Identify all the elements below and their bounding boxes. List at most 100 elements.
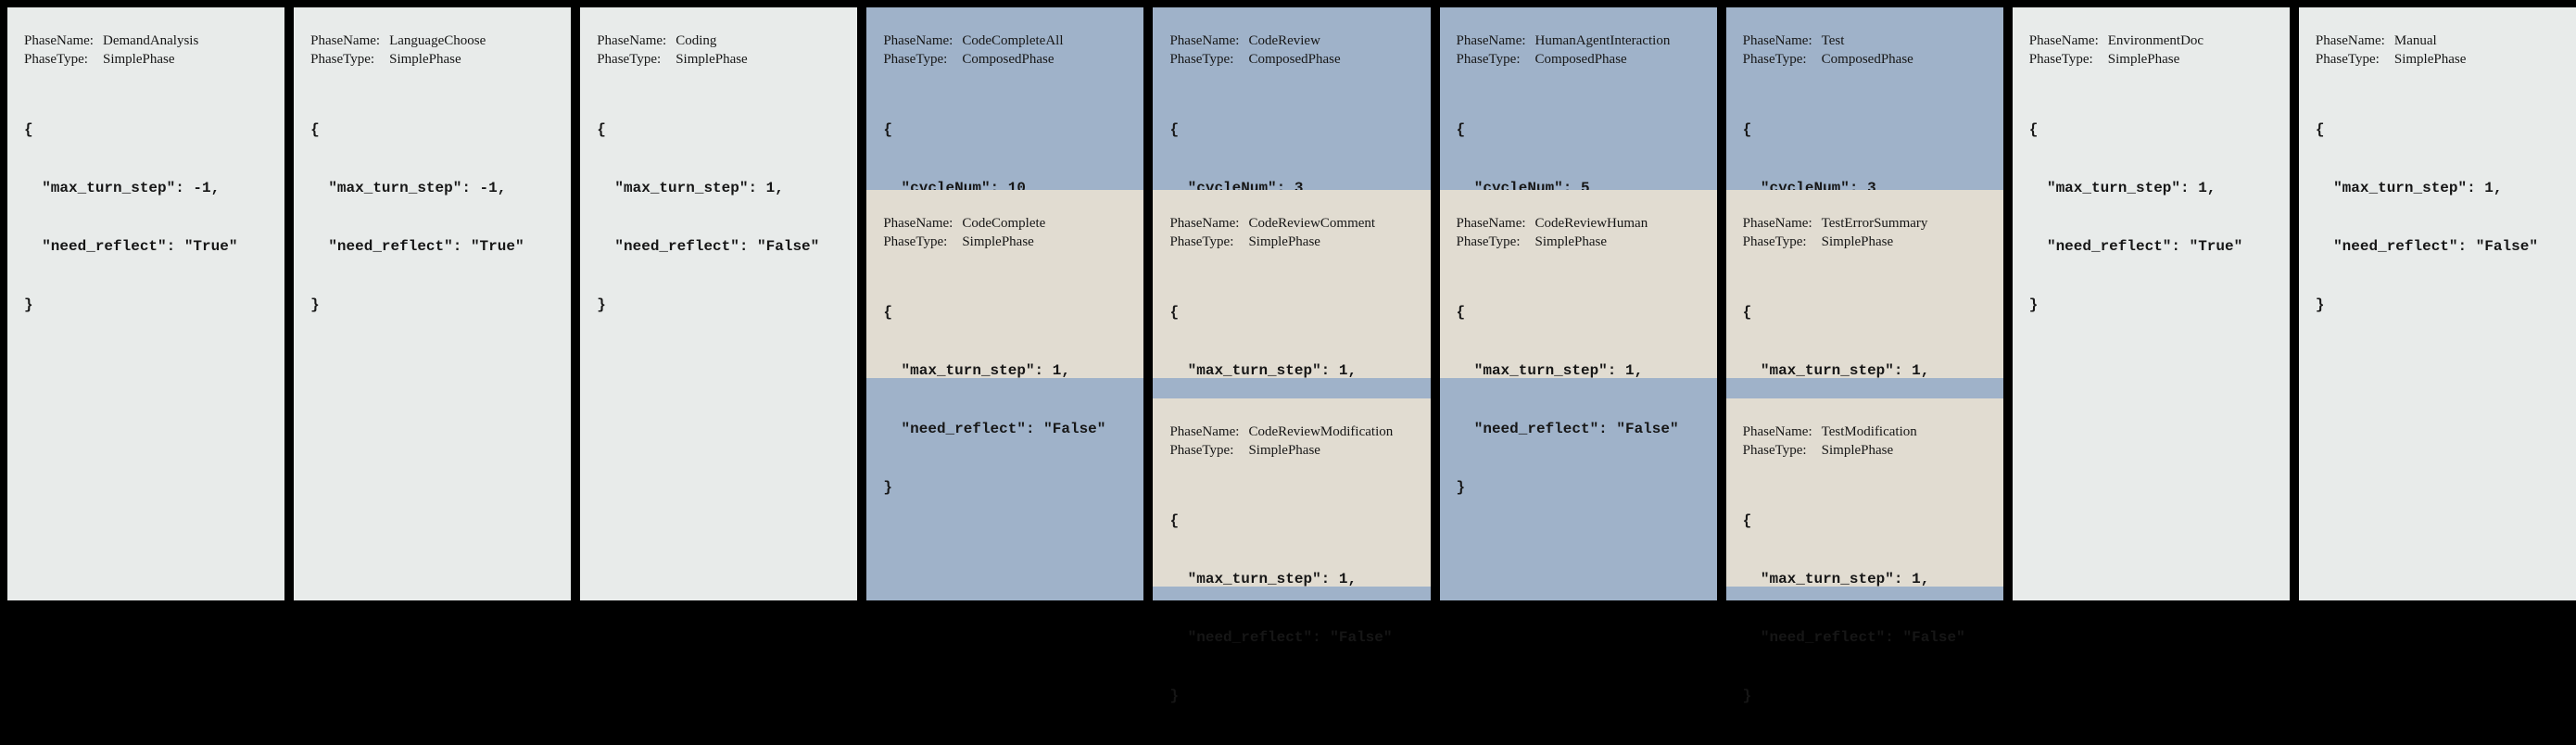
phase-name-row: PhaseName: Manual [2316,32,2569,50]
phase-name-label: PhaseName: [2315,33,2385,48]
phase-name-value: CodeReview [1248,33,1320,48]
phase-card-environment-doc: PhaseName:EnvironmentDoc PhaseType:Simpl… [2012,7,2290,600]
phase-type-value: ComposedPhase [1821,52,1913,67]
config-line: } [1456,479,1466,496]
phase-name-value: TestModification [1821,424,1917,439]
config-line: "max_turn_step": 1, [1169,362,1357,379]
phase-name-row: PhaseName:Test [1743,32,1996,50]
config-line: { [1169,121,1180,138]
phase-name-label: PhaseName: [1169,33,1240,48]
subphase-card-test-modification: PhaseName: TestModification PhaseType:Sim… [1725,398,2003,704]
config-line: { [1742,121,1752,138]
phase-type-row: PhaseType:SimplePhase [597,50,850,69]
config-line: "max_turn_step": 1, [597,180,784,196]
config-line: "need_reflect": "False" [1169,629,1393,646]
phase-card-demand-analysis: PhaseName:DemandAnalysis PhaseType:Simpl… [7,7,285,600]
config-line: { [1169,512,1180,529]
phase-type-value: SimplePhase [2393,52,2467,67]
phase-type-value: ComposedPhase [1248,52,1341,67]
phase-type-row: PhaseType: ComposedPhase [1169,50,1422,69]
phase-name-row: PhaseName:CodeReviewComment [1169,214,1422,233]
config-line: "need_reflect": "False" [883,421,1106,437]
phase-config: { "max_turn_step": 1, "need_reflect": "F… [2316,82,2569,354]
phase-type-value: ComposedPhase [1534,52,1627,67]
config-line: "need_reflect": "False" [1456,421,1679,437]
phase-name-row: PhaseName:LanguageChoose [310,32,563,50]
config-line: { [1456,121,1466,138]
phase-type-row: PhaseType:SimplePhase [310,50,563,69]
phase-name-row: PhaseName: CodeCompleteAll [883,32,1136,50]
config-line: { [2028,121,2039,138]
phase-header: PhaseName:LanguageChoose PhaseType:Simpl… [294,7,571,313]
config-line: } [24,297,33,313]
phase-type-label: PhaseType: [1169,443,1234,458]
phase-type-row: PhaseType:SimplePhase [1743,441,1996,460]
phase-name-row: PhaseName: TestModification [1743,423,1996,441]
phase-config: { "max_turn_step": 1, "need_reflect": "F… [1743,473,1996,745]
phase-card-human-agent-interaction: PhaseName:HumanAgentInteraction PhaseTyp… [1439,7,1717,600]
phase-type-row: PhaseType: SimplePhase [2316,50,2569,69]
phase-name-value: CodeReviewComment [1248,216,1376,231]
phase-name-row: PhaseName:TestErrorSummary [1743,214,1996,233]
config-line: "need_reflect": "False" [2315,238,2538,255]
phase-name-label: PhaseName: [883,33,953,48]
phase-type-label: PhaseType: [2315,52,2380,67]
phase-type-label: PhaseType: [310,52,375,67]
phase-name-row: PhaseName:Coding [597,32,850,50]
phase-name-value: Test [1821,33,1845,48]
phase-config: { "max_turn_step": 1, "need_reflect": "F… [597,82,850,354]
phase-diagram: PhaseName: DemandAnalysis PhaseType: Simpl… [7,7,2576,704]
phase-type-value: SimplePhase [1248,234,1320,249]
phase-type-row: PhaseType: ComposedPhase [1743,50,1996,69]
config-line: { [1742,512,1752,529]
phase-card-language-choose: PhaseName:LanguageChoose PhaseType:Simpl… [294,7,572,600]
phase-type-label: PhaseType: [883,234,948,249]
phase-name-label: PhaseName: [1456,33,1526,48]
config-line: "need_reflect": "False" [597,238,820,255]
phase-config: { "max_turn_step": -1, "need_reflect": "… [310,82,563,354]
phase-header: PhaseName:Manual PhaseType:SimplePhase {… [2299,7,2576,313]
phase-name-row: PhaseName: DemandAnalysis [24,32,277,50]
phase-name-value: DemandAnalysis [103,33,199,48]
phase-type-label: PhaseType: [1169,234,1234,249]
phase-card-test: PhaseName:Test PhaseType:ComposedPhase {… [1725,7,2003,704]
phase-type-label: PhaseType: [1169,52,1234,67]
phase-type-label: PhaseType: [597,52,662,67]
phase-name-row: PhaseName: HumanAgentInteraction [1457,32,1710,50]
config-line: "max_turn_step": 1, [2028,180,2216,196]
phase-config: { "max_turn_step": -1, "need_reflect": "… [24,82,277,354]
config-line: { [1456,304,1466,321]
config-line: { [24,121,33,138]
phase-config: { "max_turn_step": 1, "need_reflect": "F… [1457,264,1710,537]
phase-type-row: PhaseType: SimplePhase [1169,233,1422,251]
phase-name-value: Manual [2393,33,2437,48]
phase-type-value: SimplePhase [962,234,1034,249]
phase-name-label: PhaseName: [24,33,94,48]
phase-header: PhaseName:Test PhaseType: ComposedPhase {… [1726,7,2003,255]
phase-config: { "max_turn_step": 1, "need_reflect": "F… [883,264,1136,537]
config-line: { [1742,304,1752,321]
phase-name-label: PhaseName: [597,33,667,48]
phase-name-label: PhaseName: [1742,424,1812,439]
phase-type-label: PhaseType: [1742,52,1807,67]
phase-type-label: PhaseType: [2028,52,2093,67]
phase-name-row: PhaseName:CodeReviewHuman [1457,214,1710,233]
phase-type-row: PhaseType: SimplePhase [883,233,1136,251]
config-line: } [310,297,320,313]
config-line: "need_reflect": "False" [1742,629,1965,646]
config-line: "max_turn_step": 1, [1456,362,1644,379]
config-line: } [2315,297,2325,313]
config-line: { [1169,304,1180,321]
phase-name-value: TestErrorSummary [1821,216,1928,231]
phase-header: PhaseName:DemandAnalysis PhaseType:Simpl… [7,7,284,313]
subphase-card-code-complete: PhaseName:CodeComplete PhaseType:SimpleP… [866,190,1144,496]
phase-type-value: SimplePhase [1534,234,1608,249]
config-line: "max_turn_step": 1, [1742,571,1930,587]
subphase-card-test-error-summary: PhaseName:TestErrorSummary PhaseType:Sim… [1725,190,2003,496]
config-line: { [883,304,892,321]
phase-name-value: CodeCompleteAll [962,33,1064,48]
phase-name-value: EnvironmentDoc [2107,33,2204,48]
phase-name-value: HumanAgentInteraction [1534,33,1671,48]
config-line: "need_reflect": "True" [310,238,524,255]
config-line: "max_turn_step": 1, [2315,180,2503,196]
